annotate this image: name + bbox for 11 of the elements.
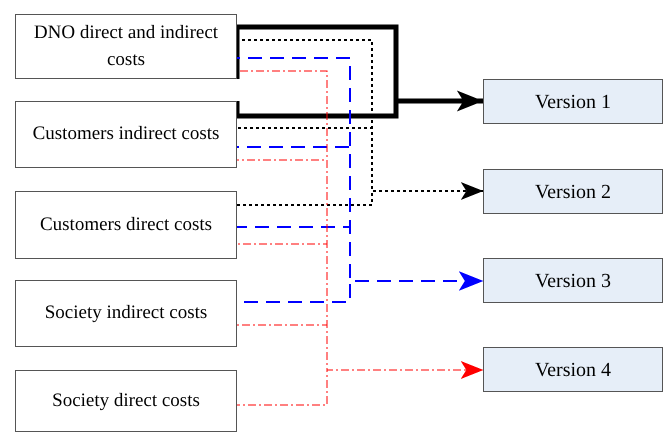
cost-box: Society direct costs: [15, 370, 237, 432]
cost-box: DNO direct and indirect costs: [15, 14, 237, 79]
cost-box: Version 4: [483, 347, 663, 392]
cost-box: Version 3: [483, 258, 663, 303]
cost-box: Society indirect costs: [15, 280, 237, 347]
cost-box: Version 2: [483, 169, 663, 214]
cost-box: Customers direct costs: [15, 191, 237, 259]
cost-box: Version 1: [483, 79, 663, 124]
connector-arrow: [237, 182, 483, 206]
cost-box: Customers indirect costs: [15, 101, 237, 168]
connector-arrow: [236, 361, 484, 406]
